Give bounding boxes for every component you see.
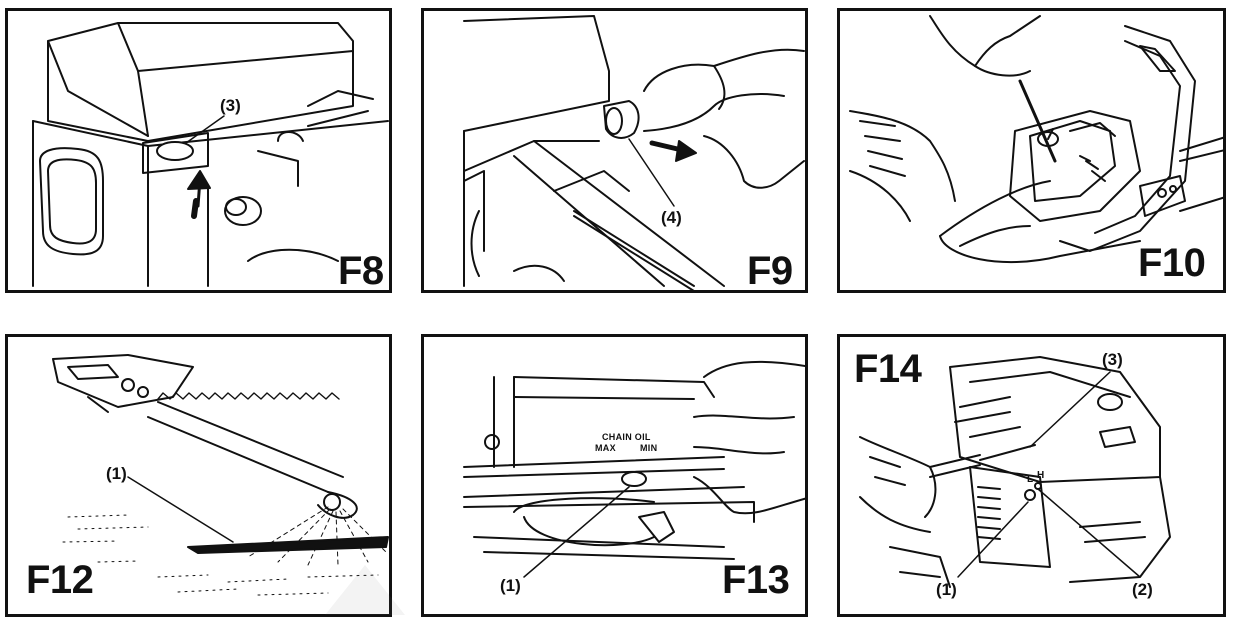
f12-figure-label: F12 [26, 558, 94, 602]
figure-panel-f10: F10 [837, 8, 1226, 293]
f13-illustration [463, 360, 805, 578]
figure-panel-f8: (3) F8 [5, 8, 392, 293]
f8-figure-label: F8 [338, 249, 384, 293]
figure-panel-f9: (4) F9 [421, 8, 808, 293]
f10-figure-label: F10 [1138, 241, 1206, 285]
f14-mark-h: H [1037, 470, 1045, 481]
f8-illustration [32, 22, 389, 287]
watermark-arrow-icon [325, 565, 405, 615]
f13-gauge-max: MAX [595, 443, 616, 453]
f13-gauge-min: MIN [640, 443, 658, 453]
f12-illustration [52, 354, 389, 596]
f14-illustration [859, 356, 1171, 588]
figure-panel-f14: F14 L H (1) (2) (3) [837, 334, 1226, 617]
figure-panel-f13: CHAIN OIL MAX MIN (1) F13 [421, 334, 808, 617]
f14-figure-label: F14 [854, 347, 922, 391]
f10-illustration [849, 15, 1223, 264]
f8-callout-3: (3) [220, 96, 241, 115]
f12-callout-1: (1) [106, 464, 127, 483]
f13-callout-1: (1) [500, 576, 521, 595]
f14-callout-1: (1) [936, 580, 957, 599]
f14-callout-3: (3) [1102, 350, 1123, 369]
f13-gauge-chain-oil: CHAIN OIL [602, 432, 651, 442]
f9-illustration [463, 15, 805, 290]
f9-figure-label: F9 [747, 249, 793, 293]
f14-callout-2: (2) [1132, 580, 1153, 599]
f13-figure-label: F13 [722, 558, 790, 602]
f14-mark-l: L [1027, 474, 1034, 485]
figure-panel-f12: (1) F12 [5, 334, 392, 617]
f9-callout-4: (4) [661, 208, 682, 227]
